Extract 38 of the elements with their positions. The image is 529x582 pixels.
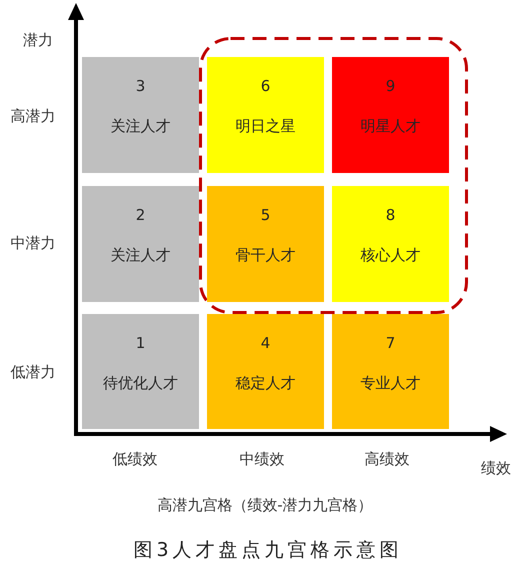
grid-cell bbox=[332, 186, 449, 302]
grid-number: 2 bbox=[136, 205, 146, 225]
grid-number: 9 bbox=[386, 76, 396, 96]
grid-cell bbox=[82, 186, 199, 302]
figure-caption: 图3人才盘点九宫格示意图 bbox=[133, 538, 403, 562]
category-label: 骨干人才 bbox=[236, 245, 296, 265]
grid-number: 7 bbox=[386, 333, 396, 353]
axis-title: 潜力 bbox=[23, 31, 53, 49]
grid-cell bbox=[207, 186, 324, 302]
category-label: 待优化人才 bbox=[103, 373, 178, 393]
category-label: 明星人才 bbox=[360, 116, 420, 136]
column-label: 中绩效 bbox=[240, 450, 284, 468]
grid-number: 8 bbox=[386, 205, 396, 225]
column-label: 高绩效 bbox=[364, 450, 410, 468]
category-label: 核心人才 bbox=[360, 245, 420, 265]
category-label: 稳定人才 bbox=[236, 373, 296, 393]
row-label: 中潜力 bbox=[10, 234, 56, 252]
grid-number: 6 bbox=[260, 76, 270, 96]
category-label: 关注人才 bbox=[110, 245, 170, 265]
grid-number: 4 bbox=[260, 333, 270, 353]
category-label: 明日之星 bbox=[236, 116, 296, 136]
row-label: 高潜力 bbox=[10, 107, 56, 125]
chart-subtitle: 高潜九宫格（绩效-潜力九宫格） bbox=[157, 496, 373, 514]
column-label: 低绩效 bbox=[112, 450, 158, 468]
grid-cell bbox=[82, 57, 199, 173]
grid-number: 3 bbox=[136, 76, 146, 96]
category-label: 关注人才 bbox=[110, 116, 170, 136]
grid-cell bbox=[332, 57, 449, 173]
grid-cell bbox=[332, 314, 449, 429]
axis-title: 绩效 bbox=[481, 459, 511, 477]
grid-cell bbox=[207, 314, 324, 429]
grid-number: 1 bbox=[136, 333, 146, 353]
grid-cell bbox=[82, 314, 199, 429]
grid-number: 5 bbox=[260, 205, 270, 225]
category-label: 专业人才 bbox=[360, 373, 420, 393]
grid-cell bbox=[207, 57, 324, 173]
dashed-highlight-outline bbox=[199, 37, 468, 314]
row-label: 低潜力 bbox=[10, 363, 56, 381]
